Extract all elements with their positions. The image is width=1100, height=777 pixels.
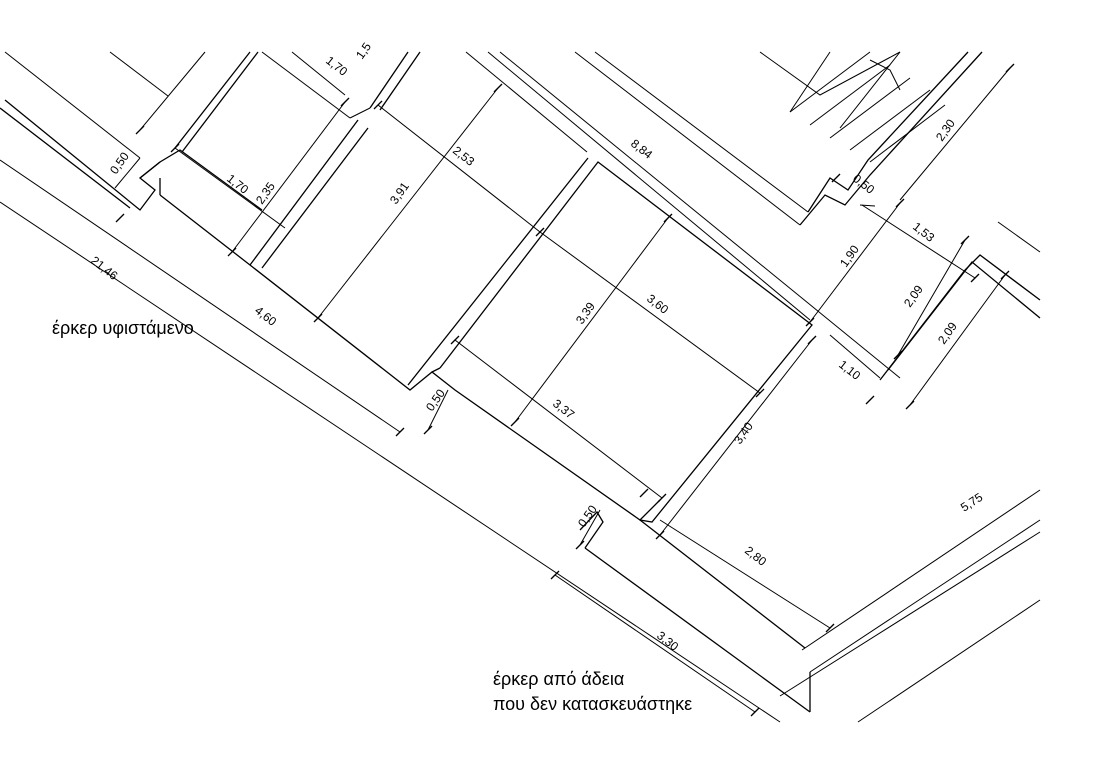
dim-label: 1,53 [910, 219, 937, 245]
dim-label: 8,84 [628, 136, 655, 162]
existing-bay-walls [0, 51, 813, 523]
dim-label: 2,35 [253, 179, 278, 206]
lower-outer-walls [0, 201, 1041, 723]
dim-label: 3,60 [644, 291, 671, 317]
dim-label: 1,10 [836, 357, 863, 383]
upper-wall-band [4, 51, 901, 379]
dim-label: 1,90 [837, 242, 862, 269]
dim-label: 3,37 [550, 396, 577, 422]
existing-bay-note: έρκερ υφιστάμενο [52, 318, 194, 338]
dim-label: 2,80 [742, 543, 769, 569]
dim-label: 5,75 [958, 490, 985, 515]
dimension-lines [0, 51, 1011, 713]
permit-bay-note-line2: που δεν κατασκευάστηκε [493, 694, 692, 714]
dim-label: 1,5 [353, 40, 374, 62]
dim-label: 4,60 [252, 303, 279, 329]
dim-label: 21,46 [88, 253, 121, 283]
dim-label: 3,30 [654, 628, 681, 654]
dim-label: 1,70 [323, 53, 350, 79]
dim-label: 2,09 [901, 282, 926, 309]
dim-label: 2,30 [933, 116, 958, 143]
dim-label: 3,40 [731, 419, 756, 446]
dim-label: 3,39 [573, 299, 598, 326]
dimension-labels: 1,70 1,5 0,50 1,70 2,35 3,91 2,53 8,84 2… [88, 40, 985, 654]
dim-label: 0,50 [423, 386, 448, 413]
dimension-ticks [115, 63, 1015, 717]
right-bay-walls [759, 51, 1041, 381]
dim-label: 2,09 [935, 319, 960, 346]
permit-bay-note-line1: έρκερ από άδεια [493, 669, 624, 689]
